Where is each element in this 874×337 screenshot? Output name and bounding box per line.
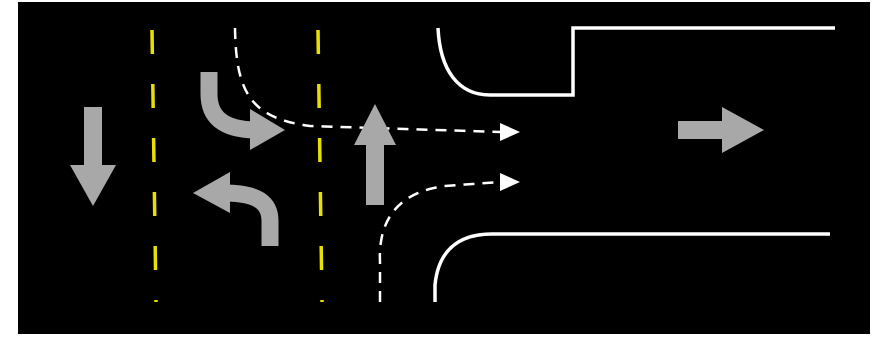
center-line-right — [316, 29, 324, 303]
left-turn-arrow-icon — [193, 172, 279, 246]
right-turn-path — [233, 27, 501, 134]
road-background — [18, 2, 870, 334]
u-turn-arrow-icon — [200, 72, 285, 150]
arrow-down-icon — [70, 107, 116, 206]
curb-line-south — [433, 232, 830, 302]
center-line-left — [150, 29, 158, 303]
left-turn-path — [378, 180, 501, 302]
curb-line-north — [436, 26, 835, 97]
left-turn-path-arrowhead — [500, 173, 520, 191]
arrow-up-icon — [354, 104, 396, 205]
right-turn-path-arrowhead — [500, 123, 520, 141]
arrow-right-icon — [678, 107, 764, 153]
